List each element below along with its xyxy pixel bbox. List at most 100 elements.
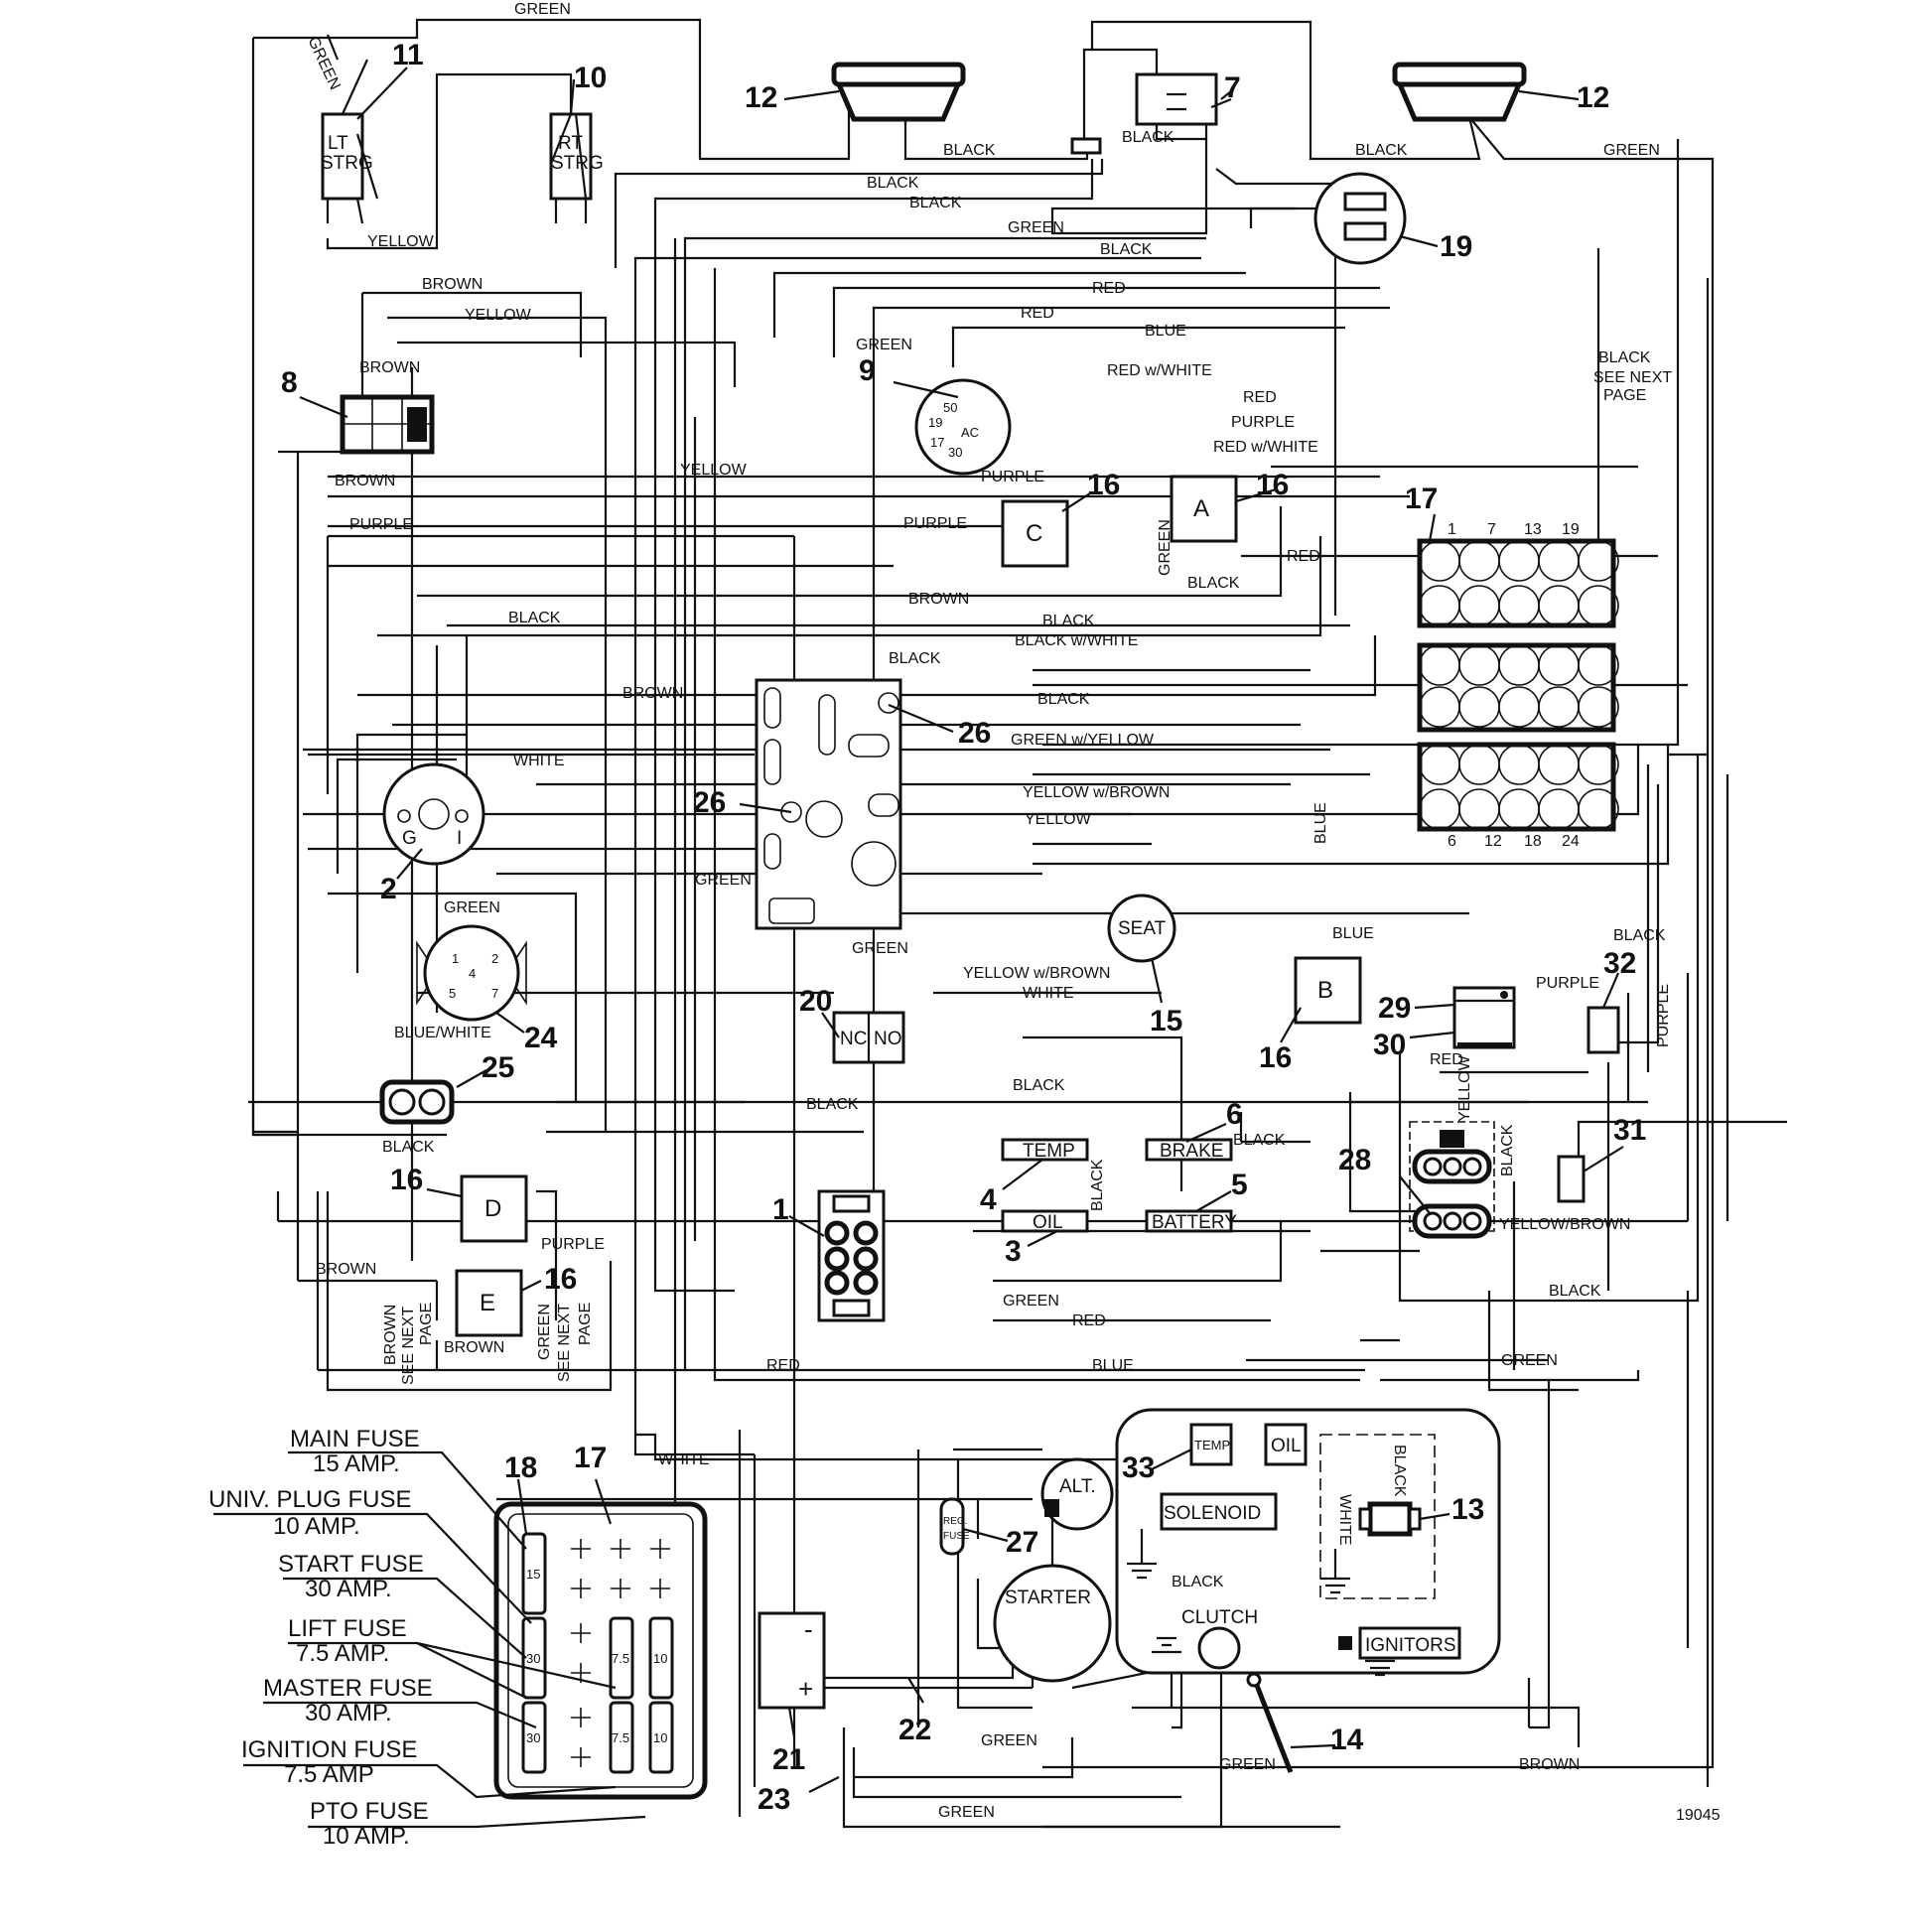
wire-label: BLACK (1598, 349, 1651, 366)
wire-label: YELLOW w/BROWN (963, 965, 1110, 982)
callout-16d: 16 (390, 1164, 423, 1196)
fuse-name-pto: PTO FUSE (310, 1798, 429, 1825)
relay-d: D (460, 1174, 528, 1243)
callout-8: 8 (281, 366, 298, 399)
fuse-val-6: 7.5 (612, 1730, 629, 1745)
wire-label: WHITE (1023, 985, 1074, 1002)
wire-label: GREEN w/YELLOW (1011, 732, 1155, 749)
regulator-fuse: REG. FUSE (939, 1497, 970, 1556)
callout-12b: 12 (1577, 81, 1609, 114)
battery-pos: + (798, 1674, 813, 1704)
wire-label: PAGE (577, 1303, 594, 1345)
indicator-temp: TEMP (1001, 1138, 1089, 1162)
connector-28 (1409, 1121, 1495, 1239)
callout-24: 24 (524, 1022, 558, 1054)
fuse-rating-start: 30 AMP. (305, 1576, 392, 1602)
component-32 (1587, 1006, 1620, 1054)
pin-6: 6 (1448, 833, 1456, 850)
indicator-oil: OIL (1001, 1209, 1089, 1233)
wire-label: GREEN (852, 940, 908, 957)
callout-9: 9 (859, 354, 876, 387)
wire-label: YELLOW (680, 462, 748, 479)
starter: STARTER (993, 1564, 1112, 1683)
wire-label: YELLOW (367, 233, 435, 250)
wire-label: BLACK (1042, 613, 1095, 629)
wire-label: SEE NEXT (400, 1307, 417, 1385)
wire-label: BLACK (1122, 129, 1174, 146)
switch-24: 1 2 4 5 7 (416, 924, 527, 1022)
wire-label: BROWN (316, 1261, 376, 1278)
pin-12: 12 (1484, 833, 1502, 850)
callout-2: 2 (380, 873, 397, 905)
fuse-label: FUSE (943, 1531, 970, 1542)
nc-label: NC (840, 1029, 867, 1049)
wire-label: BLACK (806, 1096, 859, 1113)
solenoid-label: SOLENOID (1164, 1503, 1261, 1524)
component-29-30 (1452, 986, 1516, 1049)
component-26-board (755, 678, 902, 930)
wire-label: RED w/WHITE (1213, 439, 1318, 456)
alternator: ALT. (1040, 1457, 1114, 1531)
wire-label: BLACK (382, 1139, 435, 1156)
wire-label: RED w/WHITE (1107, 362, 1212, 379)
pin-1: 1 (1448, 521, 1456, 538)
wire-labels: GREEN GREEN YELLOW BLACK BLACK BLACK GRE… (304, 1, 1672, 1821)
clutch-label: CLUTCH (1181, 1607, 1258, 1628)
callout-11: 11 (392, 39, 424, 71)
callout-10: 10 (574, 62, 607, 94)
light-right (1392, 62, 1527, 122)
callout-30: 30 (1373, 1029, 1406, 1061)
wire-label: WHITE (1336, 1494, 1353, 1546)
callout-5: 5 (1231, 1169, 1248, 1201)
wire-label: GREEN (938, 1804, 995, 1821)
wire-label: BLACK (508, 610, 561, 626)
wire-label: RED (1092, 280, 1126, 297)
ign-17: 17 (930, 435, 944, 450)
no-label: NO (874, 1029, 902, 1049)
fuse-rating-main: 15 AMP. (313, 1450, 400, 1477)
pin-19: 19 (1562, 521, 1580, 538)
callout-7: 7 (1224, 71, 1241, 104)
pin-7: 7 (1487, 521, 1496, 538)
wire-label: PURPLE (349, 516, 413, 533)
wire-label: BLACK (1100, 241, 1153, 258)
ign-ac: AC (961, 425, 979, 440)
wire-label: GREEN (1008, 219, 1064, 236)
ignitors-label: IGNITORS (1365, 1635, 1456, 1656)
fuse-block: 15 30 7.5 10 30 7.5 10 (493, 1501, 708, 1800)
temp-label: TEMP (1023, 1141, 1075, 1162)
rt-label-1: RT (558, 133, 583, 154)
engine-oil-label: OIL (1271, 1436, 1302, 1456)
wire-label: PAGE (1603, 387, 1646, 404)
wire-label: BLACK (1187, 575, 1240, 592)
pin-18: 18 (1524, 833, 1542, 850)
wire-label: BLUE (1312, 802, 1329, 844)
relay-b: B (1294, 956, 1362, 1025)
wire-label: GREEN (981, 1732, 1037, 1749)
relay-a: A (1170, 475, 1238, 543)
relay-e: E (455, 1269, 523, 1337)
wire-label: BLACK (909, 195, 962, 211)
relay-c: C (1001, 499, 1069, 568)
wire-label: BROWN (444, 1339, 504, 1356)
wire-label: YELLOW (1456, 1054, 1473, 1122)
switch-20: NC NO (832, 1011, 905, 1064)
wire-label: BROWN (622, 685, 683, 702)
fuse-name-lift: LIFT FUSE (288, 1615, 407, 1642)
wire-label: GREEN (444, 899, 500, 916)
callout-16e: 16 (544, 1263, 577, 1296)
wire-label: BROWN (335, 473, 395, 489)
wire-label: BLACK (1391, 1445, 1408, 1497)
seat-switch: SEAT (1107, 894, 1176, 963)
wire-label: BLACK (1549, 1283, 1601, 1300)
wire-label: BLACK (1233, 1132, 1286, 1149)
callout-12a: 12 (745, 81, 777, 114)
fuse-legend: MAIN FUSE 15 AMP. UNIV. PLUG FUSE 10 AMP… (208, 1426, 433, 1850)
fuse-val-3: 7.5 (612, 1651, 629, 1666)
wire-label: BLUE/WHITE (394, 1025, 491, 1041)
callout-14: 14 (1330, 1724, 1364, 1756)
ground-symbols (1127, 1529, 1395, 1677)
component-19 (1313, 172, 1407, 265)
callout-25: 25 (482, 1051, 514, 1084)
